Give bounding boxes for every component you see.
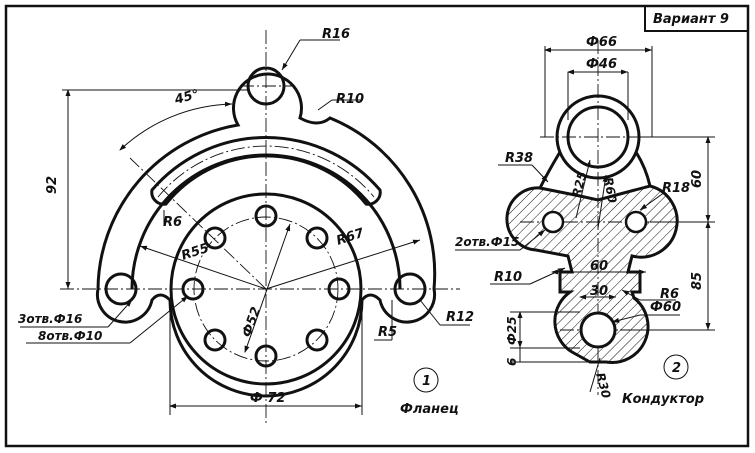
dim-r12: R12 — [446, 310, 474, 325]
central-disk — [169, 192, 363, 386]
dim-92: 92 — [45, 176, 60, 194]
top-ring-inner — [566, 105, 630, 169]
dim-r16: R16 — [322, 27, 350, 42]
dim-holes3: 3отв.Ф16 — [18, 312, 82, 326]
dim-r30: R30 — [593, 371, 613, 400]
dim-r5: R5 — [378, 325, 397, 340]
part2-jig: Ф66 Ф46 R38 R25 R60 R18 60 2отв.Ф15 R10 … — [455, 35, 715, 407]
dim-r6: R6 — [660, 287, 679, 302]
dim-d60: Ф60 — [650, 300, 681, 315]
part1-flange: R16 R10 45° 92 R6 R55 R67 3отв.Ф16 8отв.… — [18, 27, 474, 425]
dim-45: 45° — [172, 87, 201, 108]
dim-r38: R38 — [505, 151, 533, 166]
part2-number-circle — [663, 354, 689, 380]
dim-r55: R55 — [180, 241, 211, 264]
dim-r10: R10 — [336, 92, 364, 107]
left-hole — [104, 272, 138, 306]
top-ring-outer — [555, 94, 641, 180]
variant-box — [644, 5, 749, 32]
dim-60v: 60 — [690, 170, 705, 188]
dim-r18: R18 — [662, 181, 690, 196]
right-hole — [393, 272, 427, 306]
dim-r25: R25 — [569, 170, 589, 199]
jig-left-hole — [541, 210, 565, 234]
flange-outer-contour — [95, 72, 437, 398]
dim-6: 6 — [505, 358, 519, 366]
dim-w30: 30 — [590, 284, 608, 299]
part1-number-circle — [413, 367, 439, 393]
dim-d66: Ф66 — [586, 35, 617, 50]
arc-slot — [150, 135, 382, 206]
sheet-border — [4, 4, 750, 448]
jig-bottom-hole — [579, 311, 617, 349]
dim-d25: Ф25 — [505, 316, 519, 345]
dim-d46: Ф46 — [586, 57, 617, 72]
dim-holes2: 2отв.Ф15 — [455, 235, 519, 249]
dim-w60: 60 — [590, 259, 608, 274]
jig-right-hole — [624, 210, 648, 234]
part1-name: Фланец — [400, 402, 459, 417]
dim-d72: Ф 72 — [250, 391, 286, 406]
dim-r10: R10 — [494, 270, 522, 285]
dim-holes8: 8отв.Ф10 — [38, 329, 102, 343]
part2-number: 2 — [672, 361, 681, 376]
part2-name: Кондуктор — [622, 392, 704, 407]
variant-label: Вариант 9 — [653, 12, 729, 27]
dim-r6: R6 — [163, 215, 182, 230]
dim-r60: R60 — [601, 176, 619, 204]
dim-85: 85 — [690, 272, 705, 290]
part1-number: 1 — [422, 374, 431, 389]
dim-d52: Ф52 — [240, 305, 265, 339]
